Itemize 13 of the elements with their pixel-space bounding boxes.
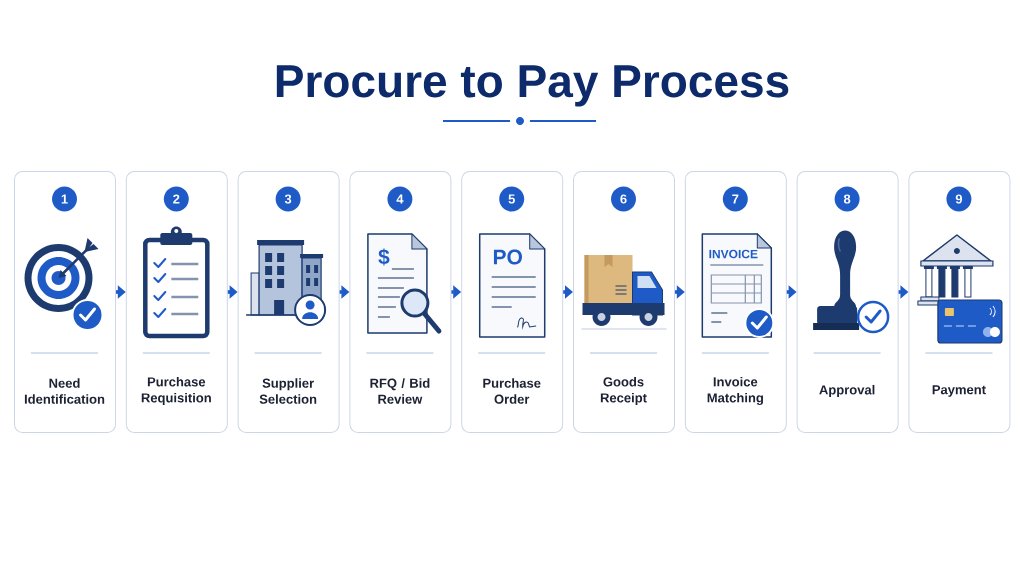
document-text: $ (378, 248, 390, 266)
title: Procure to Pay Process (276, 65, 789, 107)
number-badge: 3 (275, 186, 301, 212)
number-badge: 6 (611, 186, 636, 212)
number-badge: 4 (387, 186, 413, 212)
number-badge: 2 (163, 186, 189, 212)
number-badge: 5 (499, 186, 525, 212)
number-badge: 1 (52, 186, 77, 212)
document-text: INVOICE (709, 249, 758, 259)
document-text: PO (493, 249, 522, 265)
number-badge: 9 (946, 186, 972, 212)
number-badge: 7 (722, 186, 748, 212)
number-badge: 8 (834, 186, 860, 212)
